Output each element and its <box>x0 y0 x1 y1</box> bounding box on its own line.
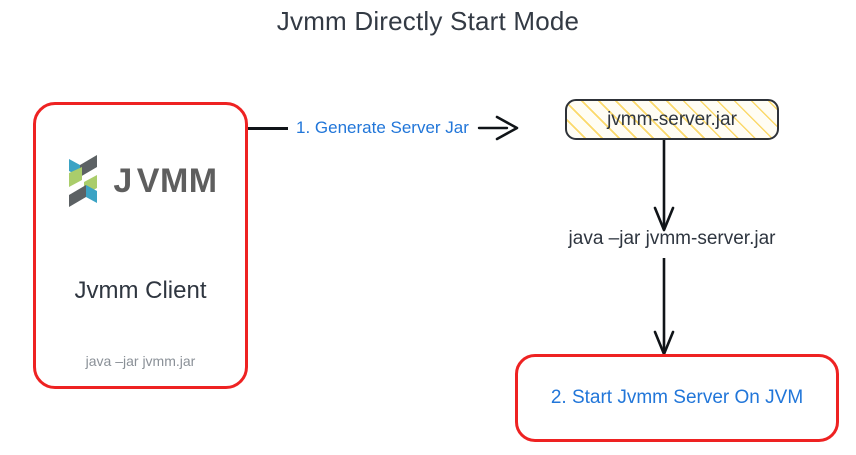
generate-server-jar-label: 1. Generate Server Jar <box>296 118 469 137</box>
start-jvmm-server-label: 2. Start Jvmm Server On JVM <box>550 387 804 408</box>
jvmm-helix-logo-icon <box>63 153 103 209</box>
jvmm-server-jar-node[interactable]: jvmm-server.jar <box>565 99 779 140</box>
connector-line-stub <box>248 126 288 130</box>
generate-server-jar-connector: 1. Generate Server Jar <box>248 110 560 146</box>
jvmm-client-command: java –jar jvmm.jar <box>85 353 196 369</box>
diagram-title: Jvmm Directly Start Mode <box>276 6 580 36</box>
run-server-command-text: java –jar jvmm-server.jar <box>568 228 776 249</box>
jvmm-wordmark-rest: VMM <box>136 162 218 200</box>
jvmm-server-jar-label: jvmm-server.jar <box>607 108 737 130</box>
start-jvmm-server-node[interactable]: 2. Start Jvmm Server On JVM <box>515 354 839 442</box>
open-chevron-arrow-right-icon <box>477 115 519 141</box>
jvmm-wordmark-j: J <box>113 162 133 200</box>
jvmm-client-title: Jvmm Client <box>74 277 207 304</box>
